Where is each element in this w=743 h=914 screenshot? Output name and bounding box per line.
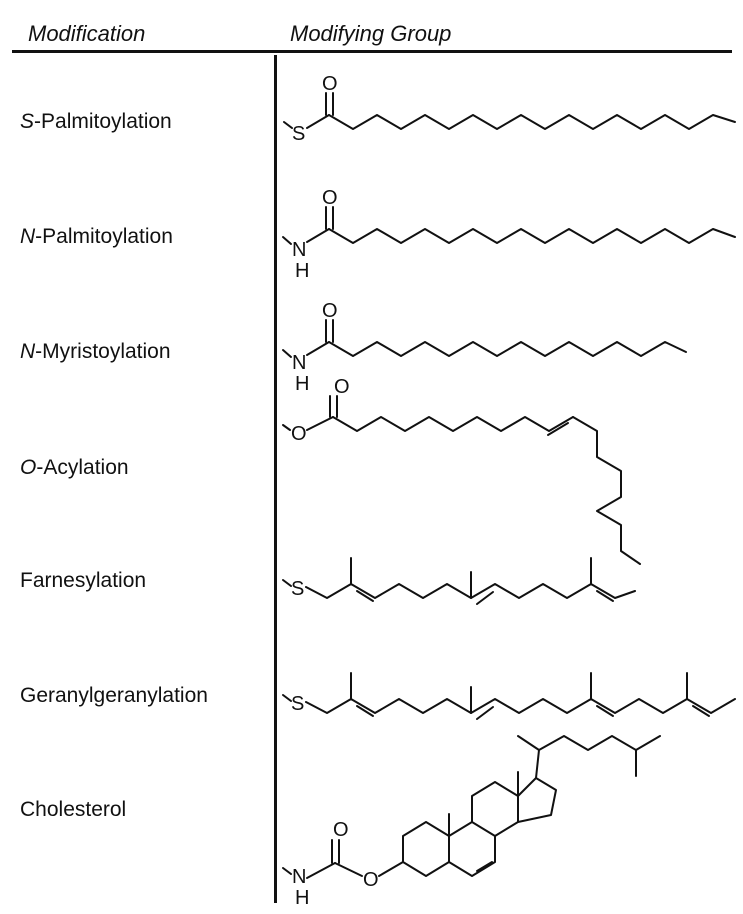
atom-n: N <box>292 866 306 888</box>
header-rule <box>12 50 732 53</box>
row-s-palmitoylation: S-Palmitoylation <box>20 110 172 133</box>
n-myristoyl-structure: N H O <box>282 300 687 395</box>
modification-table: Modification Modifying Group <box>8 8 735 906</box>
atom-o: O <box>291 423 307 445</box>
atom-o: O <box>333 819 349 841</box>
row-n-palmitoylation: N-Palmitoylation <box>20 225 173 248</box>
column-divider <box>274 55 277 903</box>
o-acyl-structure: O O <box>282 376 641 565</box>
atom-o: O <box>363 869 379 891</box>
row-geranylgeranylation: Geranylgeranylation <box>20 684 208 707</box>
atom-o: O <box>334 376 350 398</box>
row-n-myristoylation: N-Myristoylation <box>20 340 171 363</box>
s-palmitoyl-structure: S O <box>283 73 736 145</box>
atom-s: S <box>291 693 304 715</box>
atom-h: H <box>295 373 309 395</box>
atom-n: N <box>292 352 306 374</box>
row-cholesterol: Cholesterol <box>20 798 127 821</box>
geranylgeranyl-structure: S <box>282 672 736 720</box>
atom-o: O <box>322 300 338 322</box>
atom-o: O <box>322 187 338 209</box>
atom-n: N <box>292 239 306 261</box>
header-modifying-group: Modifying Group <box>290 21 452 46</box>
n-palmitoyl-structure: N H O <box>282 187 736 282</box>
cholesterol-structure: N H O O <box>282 735 661 909</box>
atom-o: O <box>322 73 338 95</box>
farnesyl-structure: S <box>282 557 636 605</box>
atom-h: H <box>295 260 309 282</box>
row-o-acylation: O-Acylation <box>20 456 129 479</box>
row-farnesylation: Farnesylation <box>20 569 147 592</box>
atom-s: S <box>291 578 304 600</box>
atom-s: S <box>292 123 305 145</box>
header-modification: Modification <box>28 21 146 46</box>
atom-h: H <box>295 887 309 909</box>
